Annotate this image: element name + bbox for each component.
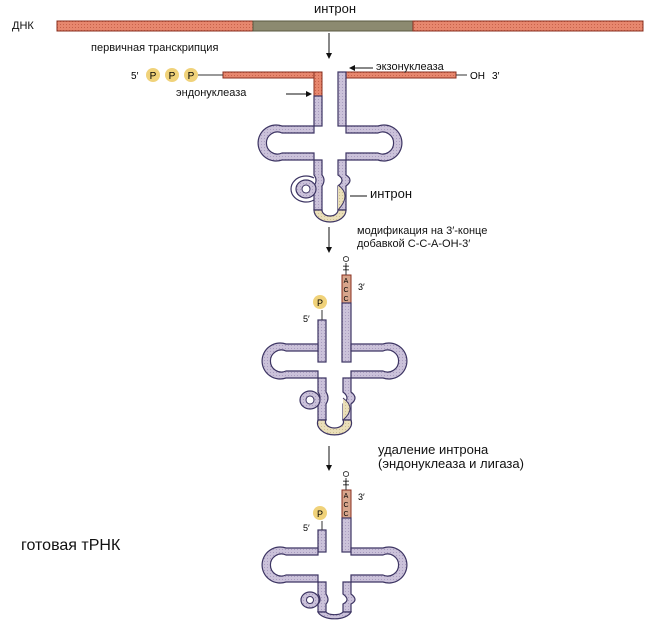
mature-trna-label: готовая тРНК — [21, 537, 121, 554]
cca-c2-2: C — [343, 296, 348, 303]
modification-label-2: добавкой С-С-А-ОН-3′ — [357, 238, 471, 250]
h-label-2: H — [342, 265, 351, 271]
cca-c2-3: C — [343, 511, 348, 518]
primary-transcript-label: первичная транскрипция — [91, 42, 219, 54]
cca-a-3: A — [344, 493, 349, 500]
intron-loop-label: интрон — [370, 186, 413, 201]
exonuclease-label: экзонуклеаза — [376, 61, 444, 73]
oh-end-1: OH — [470, 71, 485, 82]
three-prime-1: 3′ — [492, 71, 500, 82]
three-prime-2: 3′ — [358, 282, 365, 292]
removal-label-1: удаление интрона — [378, 442, 489, 457]
trna-mature — [261, 478, 408, 620]
phosphate-label-2: P — [169, 71, 176, 82]
endonuclease-label: эндонуклеаза — [176, 87, 247, 99]
three-prime-3: 3′ — [358, 492, 365, 502]
phosphate-label-3: P — [188, 71, 195, 82]
o-label-2: O — [342, 256, 351, 262]
cca-c1-2: C — [343, 287, 348, 294]
five-prime-1: 5′ — [131, 71, 139, 82]
o-label-3: O — [342, 471, 351, 477]
phosphate-label-1: P — [150, 71, 157, 82]
primary-transcript — [146, 68, 467, 223]
triple-phosphate — [146, 68, 223, 82]
phosphate-label-s2: P — [317, 298, 323, 308]
phosphate-label-s3: P — [317, 509, 323, 519]
five-prime-2: 5′ — [303, 314, 310, 324]
cca-a-2: A — [344, 278, 349, 285]
dna-strand — [56, 20, 644, 32]
dna-label: ДНК — [12, 20, 34, 32]
removal-label-2: (эндонуклеаза и лигаза) — [378, 456, 524, 471]
modification-label-1: модификация на 3′-конце — [357, 225, 488, 237]
h-label-3: H — [342, 480, 351, 486]
trna-stage-2 — [261, 263, 408, 436]
cca-c1-3: C — [343, 502, 348, 509]
dna-intron-label: интрон — [314, 1, 357, 16]
five-prime-3: 5′ — [303, 523, 310, 533]
